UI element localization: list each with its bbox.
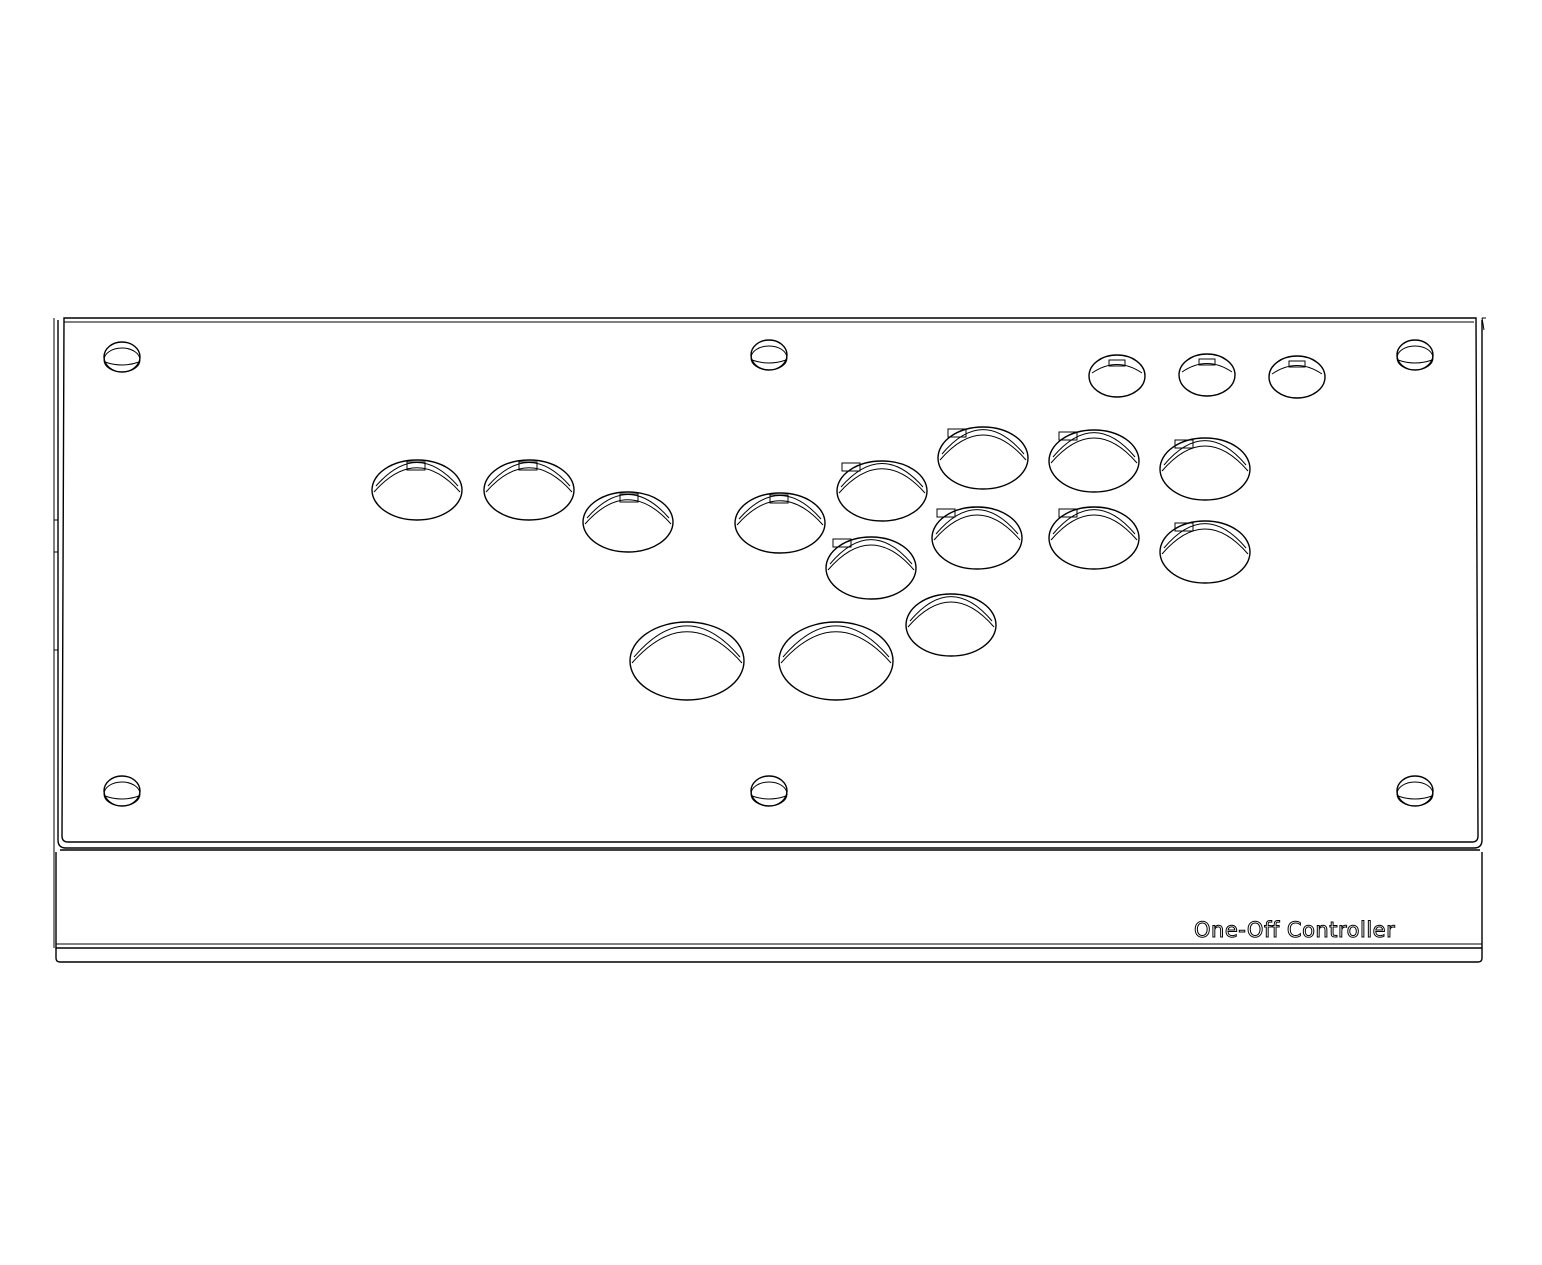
- small-button-1[interactable]: [1088, 354, 1146, 398]
- button-15[interactable]: [778, 621, 894, 701]
- screw-group: [103, 339, 1434, 807]
- small-button-2[interactable]: [1178, 353, 1236, 397]
- controller-case: [53, 317, 1486, 963]
- button-14[interactable]: [629, 621, 745, 701]
- screw-5: [750, 775, 788, 807]
- button-2[interactable]: [483, 459, 575, 521]
- screw-6: [1396, 775, 1434, 807]
- button-12[interactable]: [1159, 520, 1251, 584]
- small-button-3[interactable]: [1268, 355, 1326, 399]
- button-7[interactable]: [1048, 429, 1140, 493]
- screw-1: [103, 341, 141, 373]
- button-5[interactable]: [836, 460, 928, 522]
- button-9[interactable]: [825, 536, 917, 600]
- screw-3: [1396, 339, 1434, 371]
- brand-label: One-Off Controller: [1194, 918, 1395, 942]
- button-11[interactable]: [1048, 506, 1140, 570]
- small-button-group: [1088, 353, 1326, 399]
- button-3[interactable]: [582, 491, 674, 553]
- button-10[interactable]: [931, 506, 1023, 570]
- button-4[interactable]: [734, 492, 826, 554]
- button-13[interactable]: [905, 593, 997, 657]
- screw-2: [750, 339, 788, 371]
- screw-4: [103, 775, 141, 807]
- button-8[interactable]: [1159, 437, 1251, 501]
- button-group: [371, 426, 1251, 701]
- button-6[interactable]: [937, 426, 1029, 490]
- button-1[interactable]: [371, 459, 463, 521]
